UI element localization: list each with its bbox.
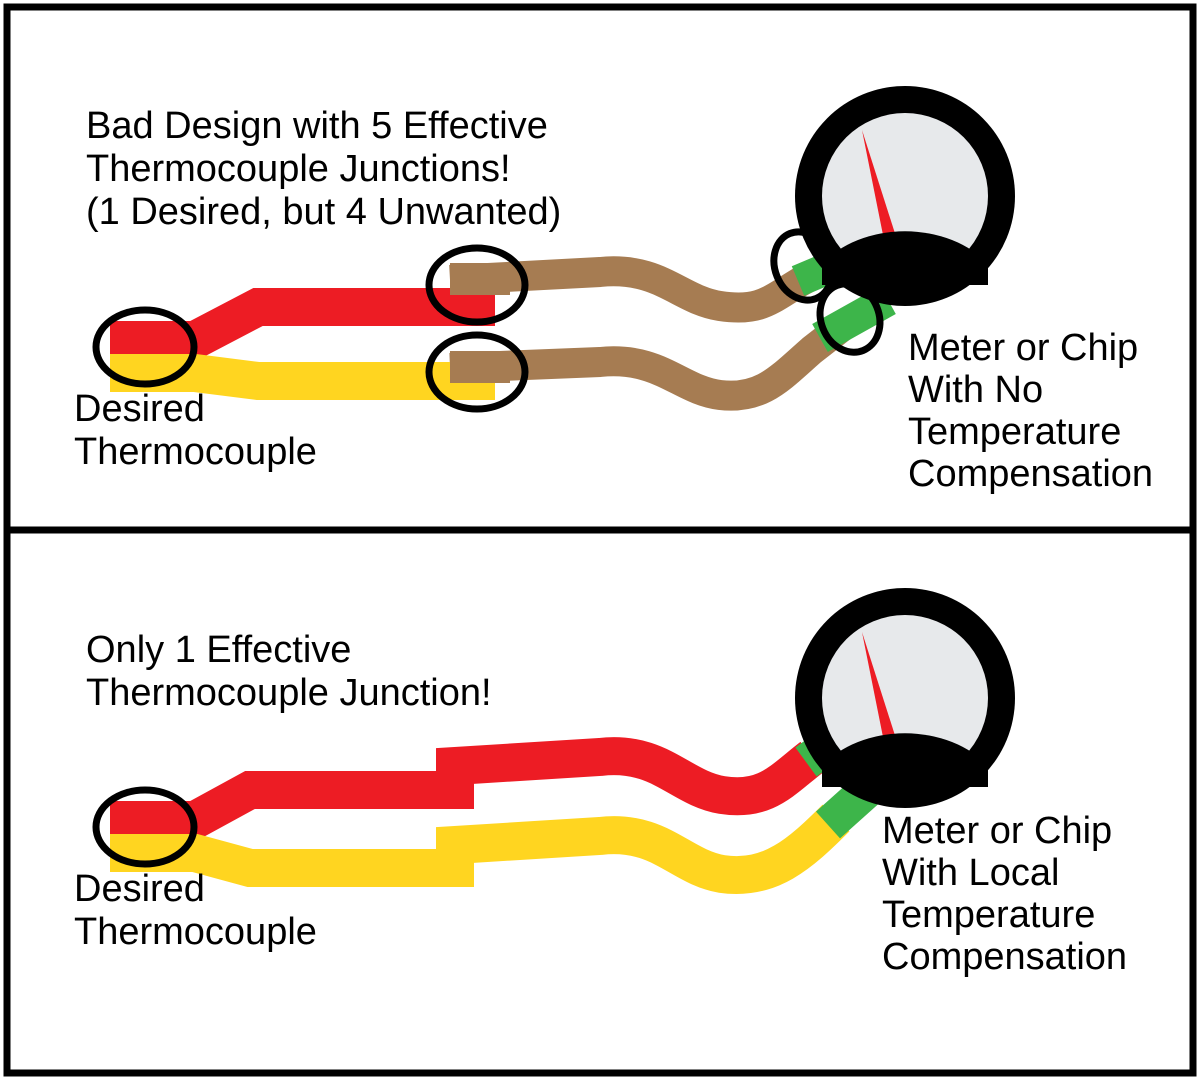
meter-gauge-bad (795, 86, 1015, 306)
good-design-heading-line-1: Only 1 Effective (86, 629, 351, 671)
meter-label-line-1-good: Meter or Chip (882, 810, 1112, 852)
junction-circle-unwanted-2 (425, 331, 529, 413)
meter-label-line-3-good: Temperature (882, 894, 1095, 936)
brown-wire-lower (449, 310, 858, 411)
meter-face-bad (822, 113, 988, 279)
junction-circle-unwanted-1 (425, 244, 529, 326)
desired-thermocouple-label-line-2-good: Thermocouple (74, 911, 317, 953)
meter-label-line-2-bad: With No (908, 369, 1043, 411)
bad-design-heading-line-2: Thermocouple Junctions! (86, 148, 511, 190)
junction-circle-desired-bad (92, 306, 198, 388)
panel-bad-design: Bad Design with 5 Effective Thermocouple… (74, 86, 1153, 495)
meter-hub-bad (822, 231, 988, 285)
panel-good-design: Only 1 Effective Thermocouple Junction! … (74, 588, 1127, 978)
junction-circle-unwanted-4 (816, 280, 884, 356)
meter-face-good (822, 615, 988, 781)
yellow-wire-good (110, 804, 850, 895)
red-wire-bad (110, 288, 495, 359)
desired-thermocouple-label-line-2-bad: Thermocouple (74, 431, 317, 473)
meter-label-line-2-good: With Local (882, 852, 1059, 894)
brown-stub-upper (450, 263, 510, 295)
good-design-heading-line-2: Thermocouple Junction! (86, 672, 492, 714)
bad-design-heading-line-3: (1 Desired, but 4 Unwanted) (86, 191, 561, 233)
meter-gauge-good (795, 588, 1015, 808)
junction-circle-unwanted-3 (770, 228, 836, 304)
yellow-wire-bad (110, 354, 495, 400)
red-wire-good (110, 737, 824, 839)
meter-label-line-4-good: Compensation (882, 936, 1127, 978)
meter-label-line-1-bad: Meter or Chip (908, 327, 1138, 369)
meter-hub-good (822, 733, 988, 787)
bad-design-heading-line-1: Bad Design with 5 Effective (86, 105, 548, 147)
brown-stub-lower (450, 351, 510, 383)
junction-circle-desired-good (92, 786, 198, 868)
meter-label-line-3-bad: Temperature (908, 411, 1121, 453)
desired-thermocouple-label-line-1-bad: Desired (74, 388, 205, 430)
brown-wire-upper (449, 250, 840, 323)
outer-frame (3, 3, 1197, 1077)
meter-label-line-4-bad: Compensation (908, 453, 1153, 495)
desired-thermocouple-label-line-1-good: Desired (74, 868, 205, 910)
